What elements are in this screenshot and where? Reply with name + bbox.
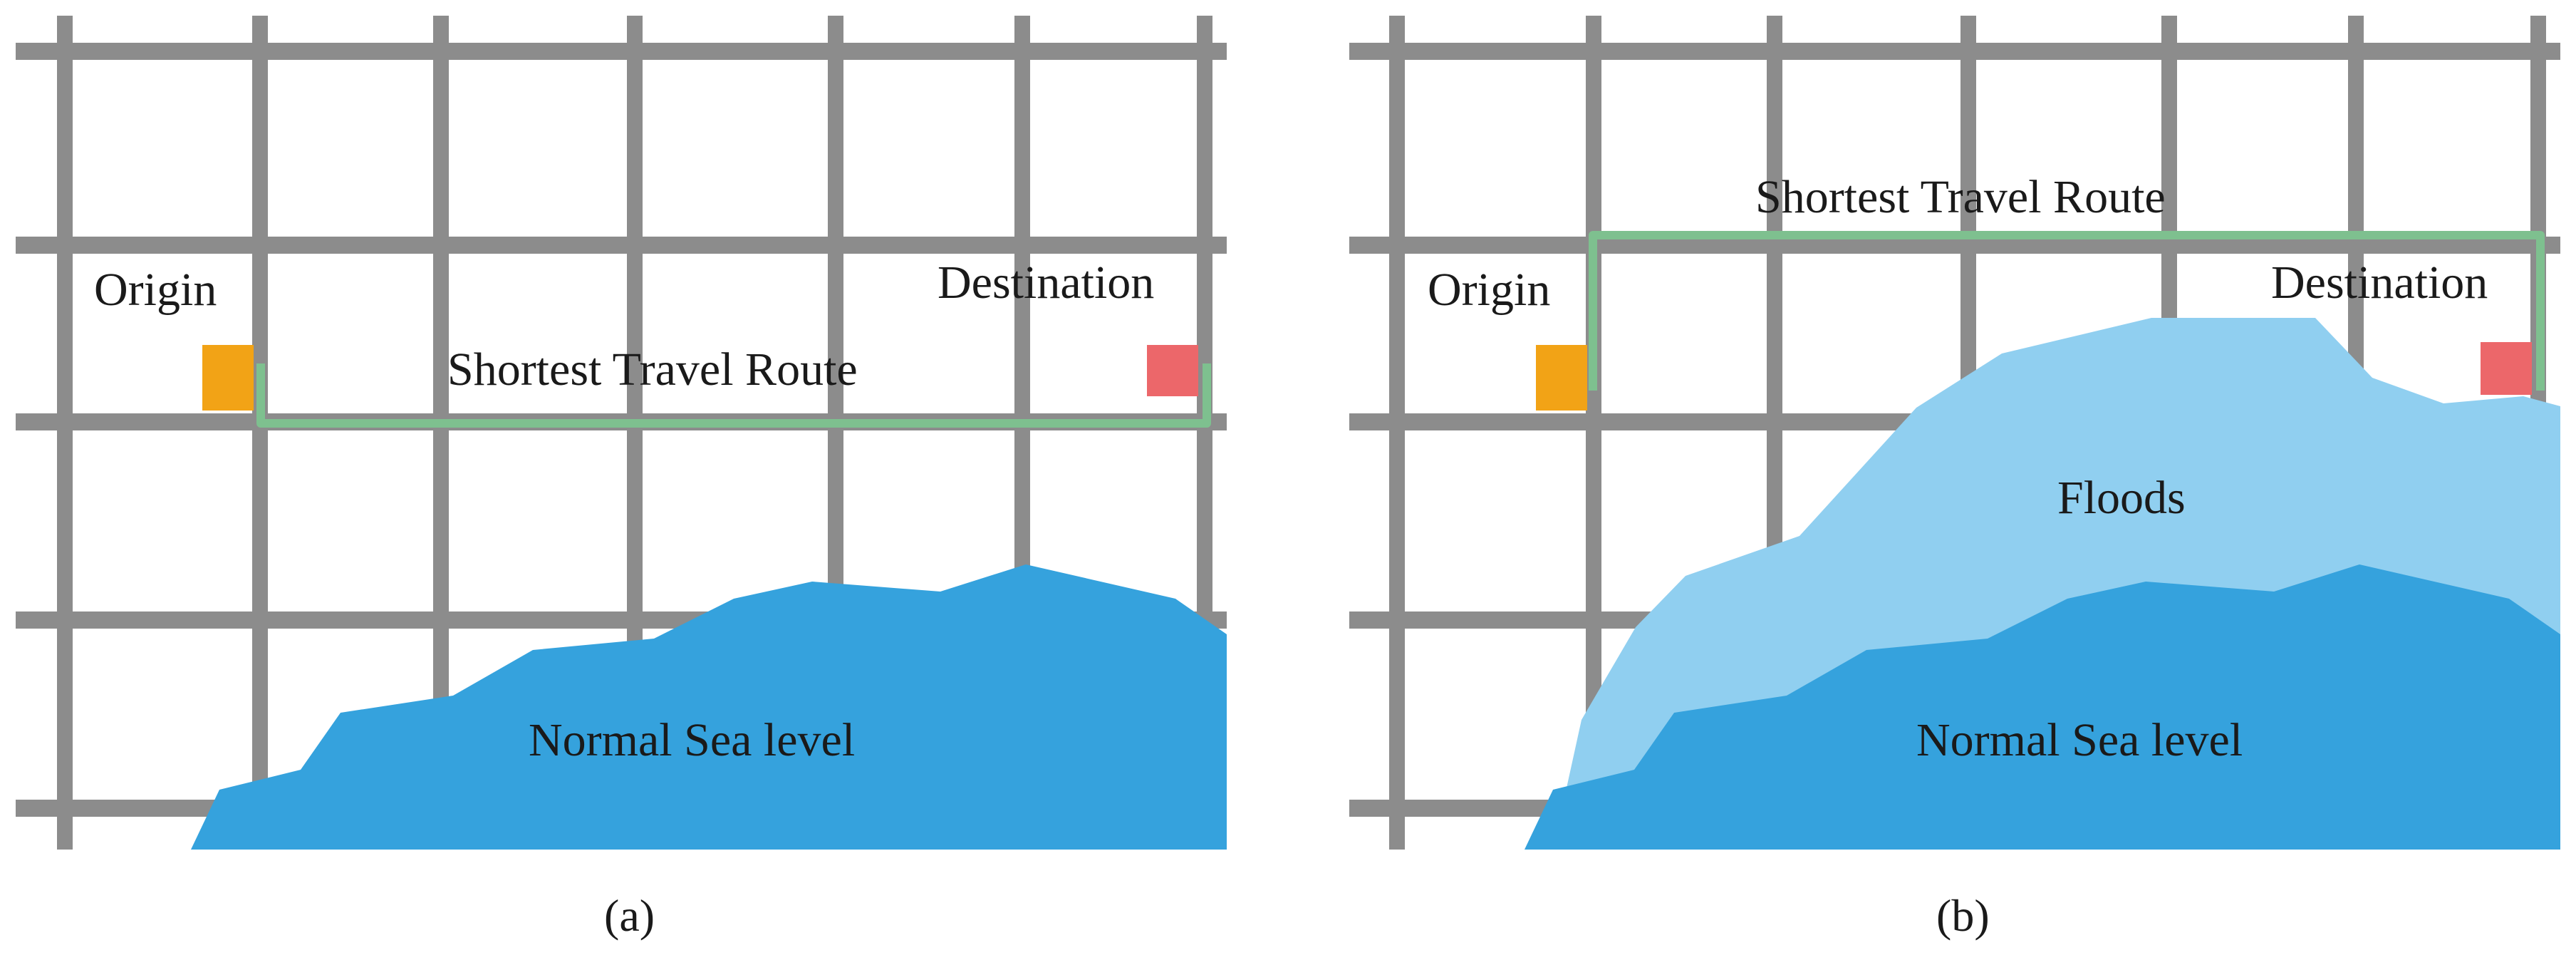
origin-marker bbox=[202, 345, 254, 411]
sea-level-label: Normal Sea level bbox=[1916, 714, 2243, 766]
destination-marker bbox=[2481, 342, 2532, 395]
destination-label: Destination bbox=[2271, 257, 2488, 309]
road-horizontal bbox=[16, 237, 1227, 254]
panel-a: Origin Destination Shortest Travel Route… bbox=[16, 16, 1227, 941]
road-horizontal bbox=[1349, 43, 2560, 60]
road-vertical bbox=[433, 16, 449, 850]
sea-level-label: Normal Sea level bbox=[529, 714, 855, 766]
road-vertical bbox=[1389, 16, 1405, 850]
road-vertical bbox=[1586, 16, 1601, 850]
road-vertical bbox=[252, 16, 268, 850]
route-label: Shortest Travel Route bbox=[447, 344, 858, 396]
panel-caption: (b) bbox=[1936, 890, 1990, 941]
shortest-travel-route bbox=[256, 363, 1211, 428]
road-horizontal bbox=[16, 43, 1227, 60]
flood-label: Floods bbox=[2057, 472, 2186, 524]
panel-caption: (a) bbox=[604, 890, 655, 941]
origin-label: Origin bbox=[94, 264, 217, 316]
route-label: Shortest Travel Route bbox=[1755, 171, 2166, 223]
normal-sea-level-area bbox=[1525, 564, 2560, 850]
origin-marker bbox=[1536, 345, 1587, 411]
origin-label: Origin bbox=[1428, 264, 1550, 316]
panel-b: Origin Destination Shortest Travel Route… bbox=[1349, 16, 2560, 941]
destination-marker bbox=[1147, 345, 1198, 396]
shortest-travel-route bbox=[1589, 231, 2545, 391]
road-vertical bbox=[57, 16, 73, 850]
destination-label: Destination bbox=[938, 257, 1154, 309]
normal-sea-level-area bbox=[191, 564, 1227, 850]
